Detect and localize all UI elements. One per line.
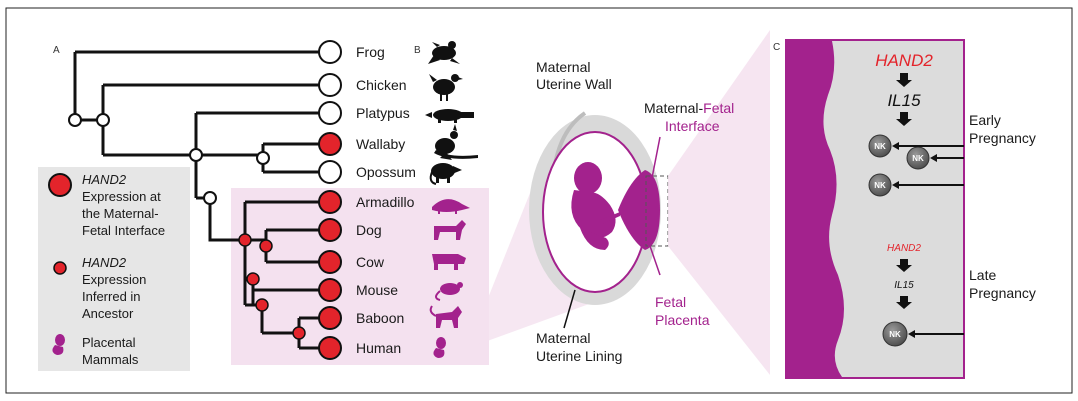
legend: HAND2 Expression at the Maternal- Fetal …: [38, 167, 190, 371]
nk-cell: NK: [883, 322, 907, 346]
taxon-label-mouse: Mouse: [356, 282, 398, 298]
legend-expr-line1: Expression at: [82, 189, 161, 204]
interface-label-1: Maternal-Fetal: [644, 100, 734, 116]
tip-node-frog: [319, 41, 341, 63]
late-label-2: Pregnancy: [969, 285, 1036, 301]
legend-inferred-line1: Expression: [82, 272, 146, 287]
node-ancestor-amniote: [69, 114, 81, 126]
legend-placental-line2: Mammals: [82, 352, 139, 367]
taxon-label-opossum: Opossum: [356, 164, 416, 180]
placenta-pointer: [650, 246, 660, 275]
node-ancestor-marsupial: [257, 152, 269, 164]
node-ancestor-laurasiatheria: [260, 240, 272, 252]
uterus-diagram: [529, 113, 668, 305]
early-gene: HAND2: [875, 51, 933, 70]
tip-node-armadillo: [319, 191, 341, 213]
frog-icon: [428, 41, 460, 64]
taxon-label-cow: Cow: [356, 254, 385, 270]
placenta-label-2: Placenta: [655, 312, 710, 328]
interface-fetal: Fetal: [703, 100, 734, 116]
lining-label-1: Maternal: [536, 330, 590, 346]
tip-node-cow: [319, 251, 341, 273]
late-label-1: Late: [969, 267, 996, 283]
tip-node-chicken: [319, 74, 341, 96]
late-gene: HAND2: [887, 243, 921, 254]
tip-node-baboon: [319, 307, 341, 329]
tip-node-human: [319, 337, 341, 359]
taxon-label-baboon: Baboon: [356, 310, 404, 326]
wall-label-2: Uterine Wall: [536, 76, 612, 92]
panel-c-label: C: [773, 42, 780, 53]
node-ancestor-mammal: [190, 149, 202, 161]
legend-expr-line2: the Maternal-: [82, 206, 159, 221]
nk-cell: NK: [907, 147, 929, 169]
panel-a-label: A: [53, 45, 60, 56]
nk-label: NK: [889, 330, 901, 339]
wall-label-1: Maternal: [536, 59, 590, 75]
legend-expression-swatch: [49, 174, 71, 196]
platypus-icon: [425, 109, 474, 123]
taxon-label-armadillo: Armadillo: [356, 194, 415, 210]
nk-cell: NK: [869, 135, 891, 157]
opossum-icon: [431, 163, 462, 184]
panel-b-label: B: [414, 45, 421, 56]
chicken-icon: [429, 74, 463, 101]
taxon-label-platypus: Platypus: [356, 105, 410, 121]
node-ancestor-therian: [204, 192, 216, 204]
legend-placental-line1: Placental: [82, 335, 136, 350]
nk-label: NK: [874, 142, 886, 151]
taxon-label-wallaby: Wallaby: [356, 136, 405, 152]
nk-label: NK: [912, 154, 924, 163]
tip-node-dog: [319, 219, 341, 241]
node-ancestor-placental: [239, 234, 251, 246]
interface-label-2: Interface: [665, 118, 720, 134]
legend-inferred-swatch: [54, 262, 66, 274]
tip-node-wallaby: [319, 133, 341, 155]
wallaby-icon: [434, 124, 478, 160]
taxon-label-frog: Frog: [356, 44, 385, 60]
taxon-label-human: Human: [356, 340, 401, 356]
legend-inferred-line3: Ancestor: [82, 306, 134, 321]
early-label-2: Pregnancy: [969, 130, 1036, 146]
node-ancestor-primates: [293, 327, 305, 339]
node-ancestor-supraprimates: [256, 299, 268, 311]
tip-node-opossum: [319, 161, 341, 183]
interface-maternal: Maternal-: [644, 100, 703, 116]
placental-mammals-box: [231, 188, 489, 365]
tip-node-platypus: [319, 102, 341, 124]
late-target: IL15: [894, 280, 914, 291]
tip-node-mouse: [319, 279, 341, 301]
taxon-label-chicken: Chicken: [356, 77, 407, 93]
node-ancestor-mammal-bird: [97, 114, 109, 126]
early-target: IL15: [887, 91, 921, 110]
early-label-1: Early: [969, 112, 1001, 128]
node-ancestor-euarchontoglires: [247, 273, 259, 285]
taxon-tips: FrogChickenPlatypusWallabyOpossumArmadil…: [319, 41, 416, 359]
placenta-label-1: Fetal: [655, 294, 686, 310]
taxon-label-dog: Dog: [356, 222, 382, 238]
legend-expr-line3: Fetal Interface: [82, 223, 165, 238]
nk-label: NK: [874, 181, 886, 190]
legend-gene-2: HAND2: [82, 255, 127, 270]
legend-inferred-line2: Inferred in: [82, 289, 141, 304]
legend-gene-1: HAND2: [82, 172, 127, 187]
lining-label-2: Uterine Lining: [536, 348, 622, 364]
nk-cell: NK: [869, 174, 891, 196]
interface-pointer: [652, 137, 660, 178]
